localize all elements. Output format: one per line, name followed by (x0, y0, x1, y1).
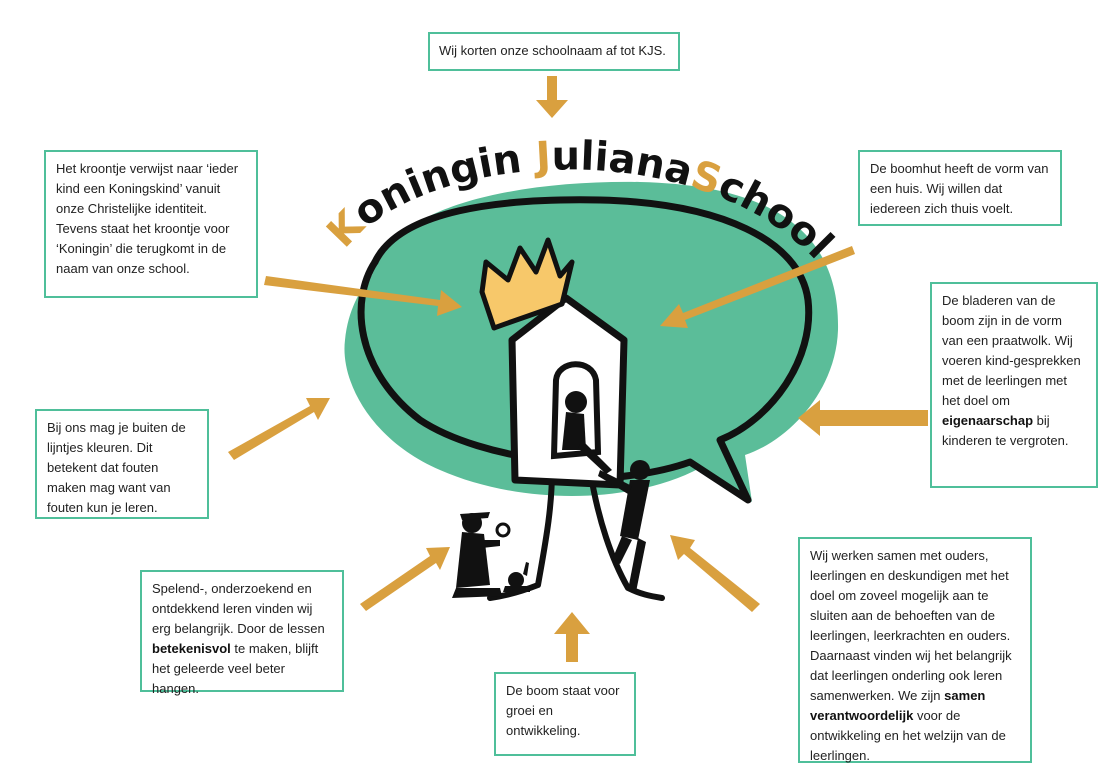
tree-trunk (487, 467, 665, 601)
magnifier-icon (495, 522, 511, 538)
info-text-play-2: te maken, blijft het geleerde veel beter… (152, 641, 319, 696)
info-text-leaves-bold: eigenaarschap (942, 413, 1034, 428)
info-box-schoolname: Wij korten onze schoolnaam af tot KJS. (428, 32, 680, 71)
info-text-crown: Het kroontje verwijst naar ‘ieder kind e… (56, 161, 239, 276)
crown-icon (479, 237, 575, 331)
arrow-to-house (660, 246, 855, 328)
info-text-play-1: Spelend-, onderzoekend en ontdekkend ler… (152, 581, 325, 636)
info-text-together-2: voor de ontwikkeling en het welzijn van … (810, 708, 1006, 763)
info-box-tree: De boom staat voor groei en ontwikkeling… (494, 672, 636, 756)
arrow-down-top (536, 76, 568, 118)
info-text-tree: De boom staat voor groei en ontwikkeling… (506, 683, 620, 738)
arrow-play (360, 547, 450, 611)
snail-icon (503, 562, 530, 592)
info-text-together-1: Wij werken samen met ouders, leerlingen … (810, 548, 1012, 703)
arrow-together (670, 535, 760, 612)
arrows-group (228, 76, 928, 662)
info-text-play-bold: betekenisvol (152, 641, 231, 656)
info-box-lines: Bij ons mag je buiten de lijntjes kleure… (35, 409, 209, 519)
climbing-child (598, 460, 650, 592)
info-box-together: Wij werken samen met ouders, leerlingen … (798, 537, 1032, 763)
info-box-house: De boomhut heeft de vorm van een huis. W… (858, 150, 1062, 226)
info-text-together-bold: samen verantwoordelijk (810, 688, 986, 723)
info-box-play: Spelend-, onderzoekend en ontdekkend ler… (140, 570, 344, 696)
info-text-lines: Bij ons mag je buiten de lijntjes kleure… (47, 420, 186, 515)
info-text-leaves-2: bij kinderen te vergroten. (942, 413, 1069, 448)
girl-with-magnifier (452, 512, 502, 598)
arrow-to-leaves (798, 400, 928, 436)
arrow-lines (228, 398, 330, 460)
speech-bubble-outline-left (357, 258, 552, 464)
arrow-to-crown (264, 276, 462, 316)
info-text-leaves-1: De bladeren van de boom zijn in de vorm … (942, 293, 1081, 408)
child-in-door (562, 391, 612, 474)
info-text-schoolname: Wij korten onze schoolnaam af tot KJS. (439, 43, 666, 58)
arrow-up-bottom (554, 612, 590, 662)
info-text-house: De boomhut heeft de vorm van een huis. W… (870, 161, 1049, 216)
speech-bubble-outline (371, 196, 813, 504)
info-box-leaves: De bladeren van de boom zijn in de vorm … (930, 282, 1098, 488)
info-box-crown: Het kroontje verwijst naar ‘ieder kind e… (44, 150, 258, 298)
